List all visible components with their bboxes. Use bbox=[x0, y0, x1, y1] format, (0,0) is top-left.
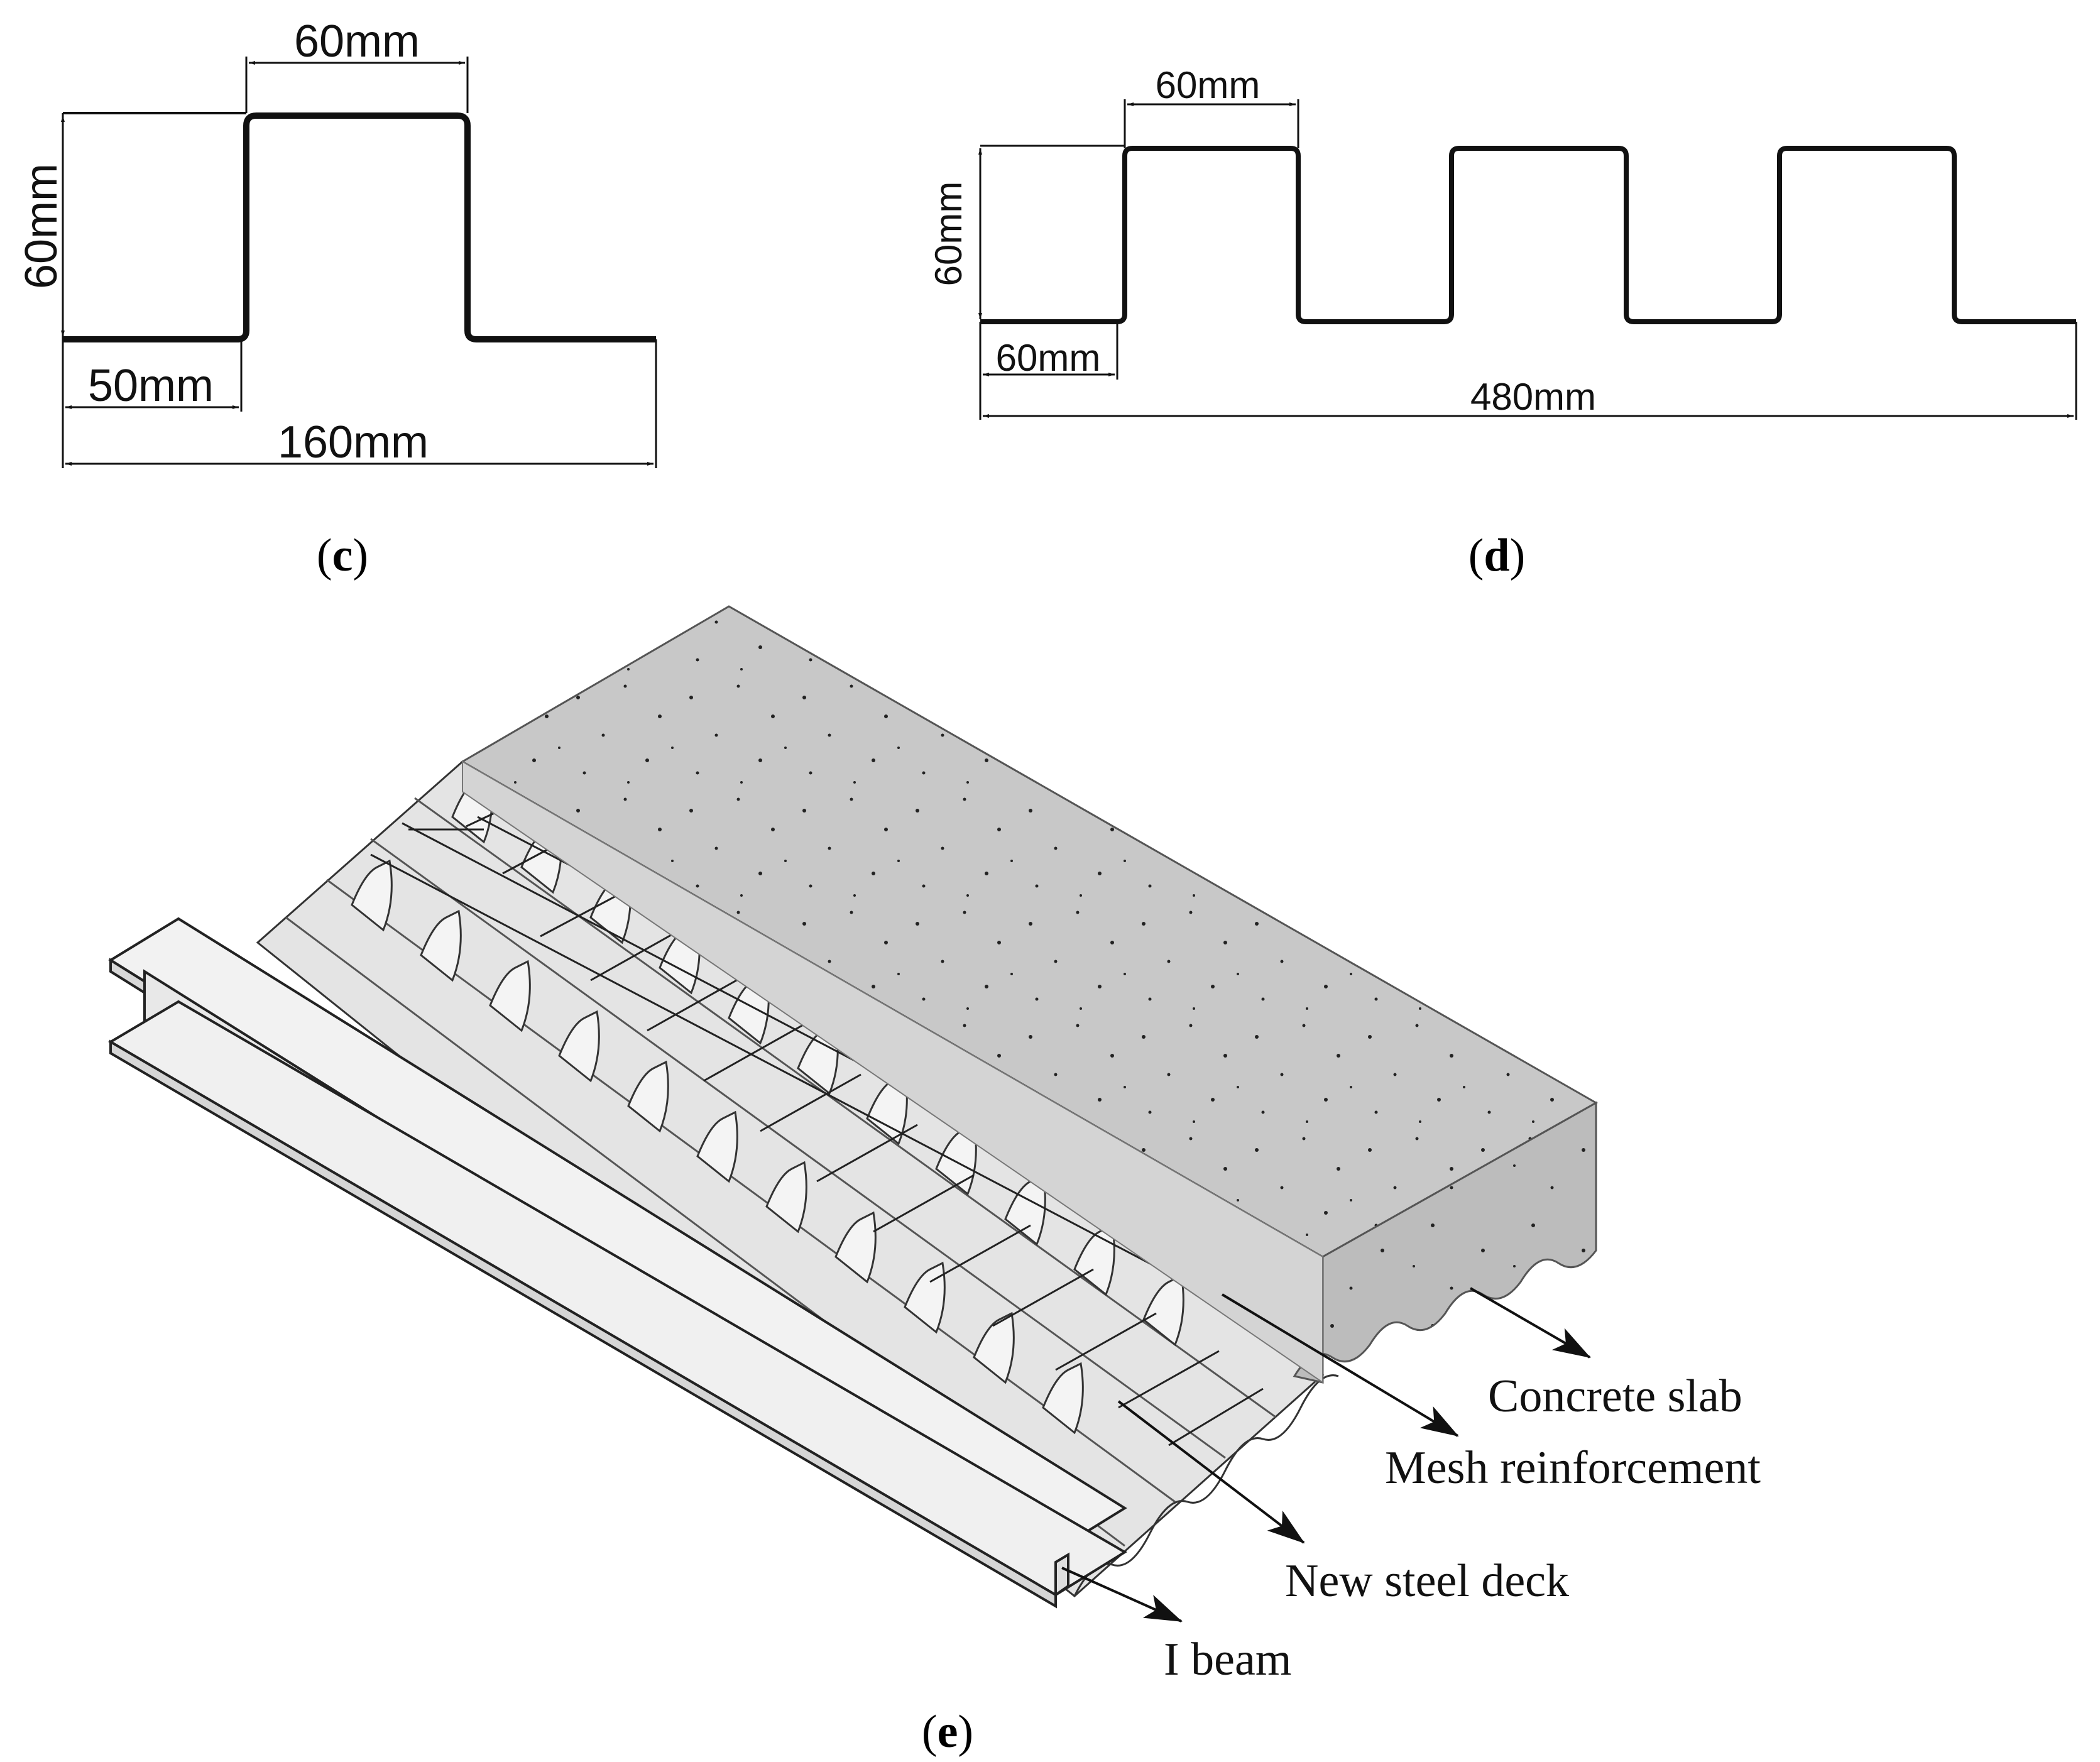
panel-e-isometric-drawing: Concrete slab Mesh reinforcement New ste… bbox=[108, 605, 1761, 1758]
panel-d-dim-total-label: 480mm bbox=[1470, 376, 1596, 418]
mesh-reinforcement-arrow bbox=[1221, 1293, 1459, 1437]
callout-arrows bbox=[1061, 1287, 1591, 1622]
steel-deck-label: New steel deck bbox=[1285, 1555, 1569, 1607]
i-beam-label: I beam bbox=[1164, 1634, 1291, 1685]
panel-d-caption: (d) bbox=[1468, 530, 1525, 581]
panel-d-dim-left-label: 60mm bbox=[996, 337, 1101, 379]
panel-c-section-drawing: 60mm 60mm 50mm 160mm (c) bbox=[16, 16, 657, 581]
i-beam-arrow bbox=[1061, 1567, 1183, 1622]
concrete-slab-arrow bbox=[1469, 1287, 1591, 1359]
panel-e-caption: (e) bbox=[922, 1706, 973, 1758]
panel-c-profile bbox=[63, 112, 656, 342]
steel-deck bbox=[256, 760, 1339, 1597]
panel-c-dim-top-label: 60mm bbox=[294, 16, 420, 67]
panel-d-profile bbox=[980, 146, 2076, 324]
panel-c-dim-left-label: 50mm bbox=[88, 361, 214, 411]
panel-d-section-drawing: 60mm 60mm 60mm 480mm (d) bbox=[927, 64, 2077, 581]
panel-c-dim-height-label: 60mm bbox=[16, 163, 67, 289]
panel-c-caption: (c) bbox=[317, 530, 368, 581]
concrete-slab bbox=[461, 605, 1599, 1384]
mesh-reinforcement-label: Mesh reinforcement bbox=[1385, 1442, 1761, 1494]
steel-deck-arrow bbox=[1117, 1400, 1305, 1544]
panel-c-dim-total-label: 160mm bbox=[278, 417, 429, 468]
panel-d-dim-top-label: 60mm bbox=[1156, 64, 1261, 106]
concrete-slab-label: Concrete slab bbox=[1488, 1371, 1742, 1422]
i-beam bbox=[108, 917, 1127, 1609]
panel-d-dim-height-label: 60mm bbox=[927, 182, 970, 287]
